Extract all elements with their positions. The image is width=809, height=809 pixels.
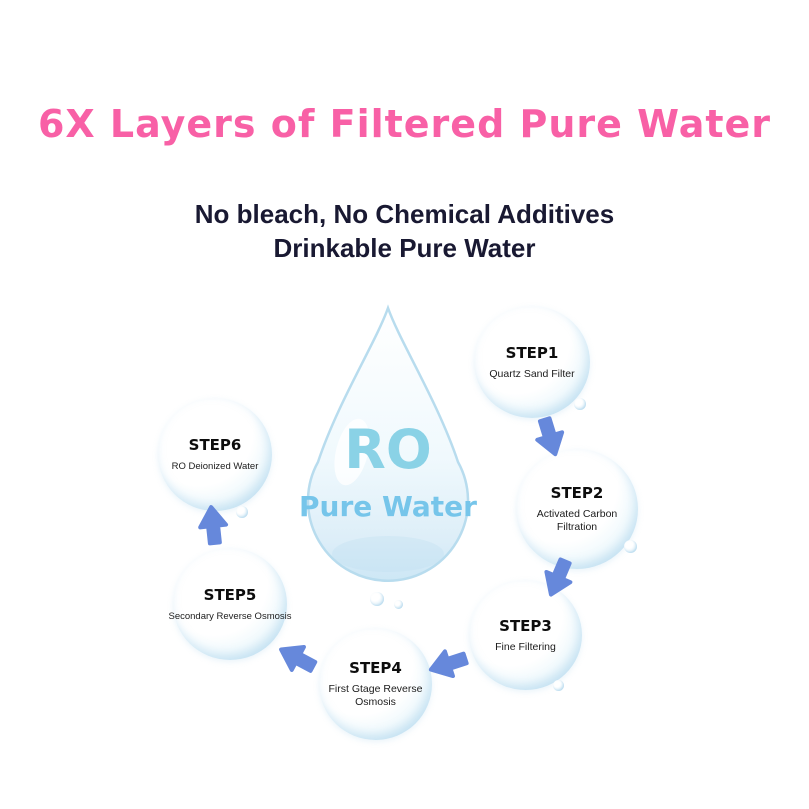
step3-label: STEP3 [499, 616, 552, 635]
droplet-icon [236, 506, 248, 518]
step2-label: STEP2 [550, 484, 604, 502]
subtitle: No bleach, No Chemical Additives Drinkab… [0, 197, 809, 265]
arrow-step5-to-step6-icon [196, 503, 230, 547]
droplet-icon [394, 600, 403, 609]
step1-desc: Quartz Sand Filter [489, 367, 575, 380]
droplet-icon [574, 398, 586, 410]
page-title: 6X Layers of Filtered Pure Water [37, 102, 772, 146]
arrow-step3-to-step4-icon [424, 644, 472, 684]
step5-label: STEP5 [203, 585, 257, 604]
droplet-icon [624, 540, 637, 553]
step4-label: STEP4 [349, 659, 402, 677]
step1-label: STEP1 [505, 343, 559, 362]
step1-bubble: STEP1 Quartz Sand Filter [474, 306, 590, 418]
droplet-icon [553, 680, 564, 691]
step5-desc: Secondary Reverse Osmosis [168, 610, 292, 622]
drop-label-main: RO [344, 418, 432, 481]
step3-desc: Fine Filtering [495, 640, 556, 653]
step6-bubble: STEP6 RO Deionized Water [158, 398, 272, 511]
droplet-icon [370, 592, 384, 606]
step3-bubble: STEP3 Fine Filtering [469, 580, 582, 690]
step6-desc: RO Deionized Water [171, 461, 259, 472]
subtitle-line1: No bleach, No Chemical Additives [194, 199, 615, 229]
step5-bubble: STEP5 Secondary Reverse Osmosis [168, 548, 292, 660]
step6-label: STEP6 [188, 436, 242, 454]
step2-desc: Activated Carbon Filtration [536, 508, 618, 533]
step4-desc: First Gtage Reverse Osmosis [328, 683, 423, 708]
drop-label-sub: Pure Water [299, 490, 477, 523]
subtitle-line2: Drinkable Pure Water [273, 233, 536, 263]
step2-bubble: STEP2 Activated Carbon Filtration [516, 449, 638, 569]
water-drop-icon [306, 304, 470, 582]
step4-bubble: STEP4 First Gtage Reverse Osmosis [319, 628, 432, 740]
arrow-step4-to-step5-icon [270, 633, 323, 683]
